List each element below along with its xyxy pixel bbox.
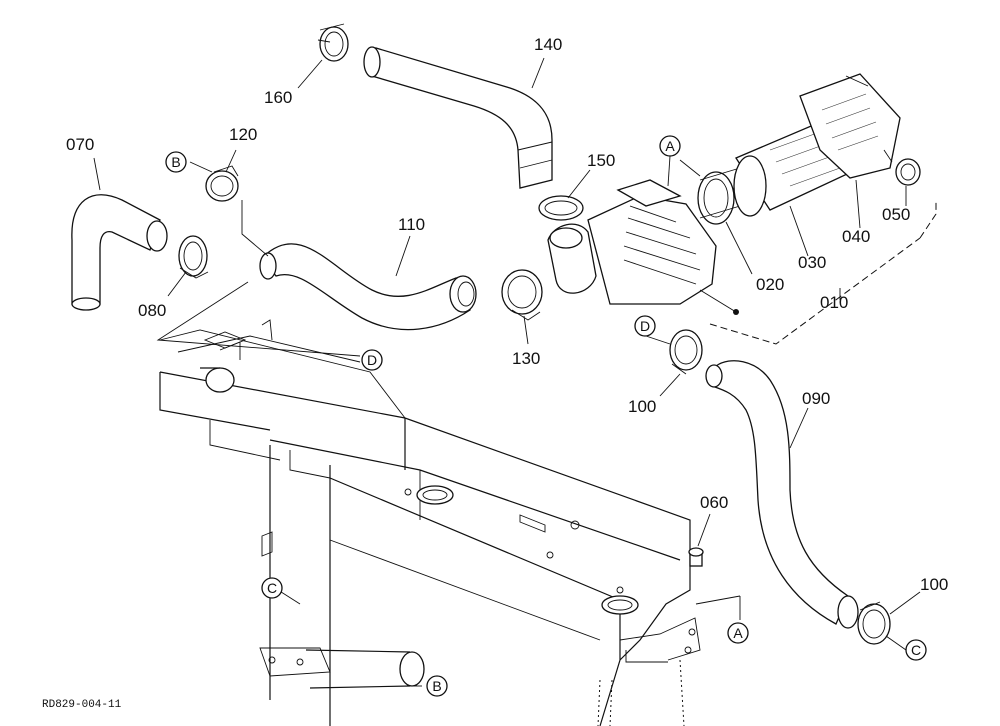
clamp-160 [319, 23, 349, 62]
part-label-100-upper: 100 [628, 397, 656, 416]
ref-marker-b-top: B [165, 151, 187, 173]
svg-text:C: C [911, 642, 921, 658]
part-label-110: 110 [398, 215, 425, 234]
ref-marker-d-right: D [634, 315, 656, 337]
part-label-150: 150 [587, 151, 615, 170]
part-label-040: 040 [842, 227, 870, 246]
ref-marker-b-bottom: B [426, 675, 448, 697]
element-020 [697, 167, 741, 225]
drain-plug-060 [688, 547, 704, 567]
drawing-code: RD829-004-11 [42, 699, 122, 711]
ref-marker-c-right: C [905, 639, 927, 661]
valve-050 [895, 158, 921, 186]
hose-140 [363, 46, 553, 189]
part-label-050: 050 [882, 205, 910, 224]
clamp-080 [178, 235, 209, 279]
ref-marker-a-top: A [659, 135, 681, 157]
part-label-090: 090 [802, 389, 830, 408]
leader-lines [93, 39, 921, 687]
hose-090 [705, 360, 859, 629]
hose-110 [259, 243, 477, 331]
ref-marker-a-bottom: A [727, 622, 749, 644]
svg-text:B: B [171, 154, 180, 170]
part-label-010: 010 [820, 293, 848, 312]
clamp-100-upper [669, 329, 703, 375]
clamp-130 [501, 269, 543, 321]
reference-markers: A B D D C A C B [165, 135, 927, 697]
part-label-130: 130 [512, 349, 540, 368]
part-label-100-lower: 100 [920, 575, 948, 594]
ref-marker-d-mid: D [361, 349, 383, 371]
air-cleaner-body [547, 179, 739, 315]
svg-text:C: C [267, 580, 277, 596]
ref-marker-c-mid: C [261, 577, 283, 599]
svg-text:D: D [367, 352, 377, 368]
part-label-160: 160 [264, 88, 292, 107]
svg-text:A: A [733, 625, 743, 641]
part-label-030: 030 [798, 253, 826, 272]
part-label-120: 120 [229, 125, 257, 144]
part-label-070: 070 [66, 135, 94, 154]
clamp-100-lower [857, 601, 891, 645]
part-label-140: 140 [534, 35, 562, 54]
part-label-080: 080 [138, 301, 166, 320]
svg-text:A: A [665, 138, 675, 154]
part-number-labels: 140 160 120 070 150 110 050 040 030 020 … [66, 35, 948, 594]
clamp-120 [205, 165, 239, 202]
cover-040 [799, 73, 901, 179]
hose-070 [71, 194, 168, 311]
part-label-020: 020 [756, 275, 784, 294]
clamp-150 [538, 195, 584, 221]
part-label-060: 060 [700, 493, 728, 512]
frame-assembly [159, 319, 701, 726]
svg-text:D: D [640, 318, 650, 334]
svg-text:B: B [432, 678, 441, 694]
